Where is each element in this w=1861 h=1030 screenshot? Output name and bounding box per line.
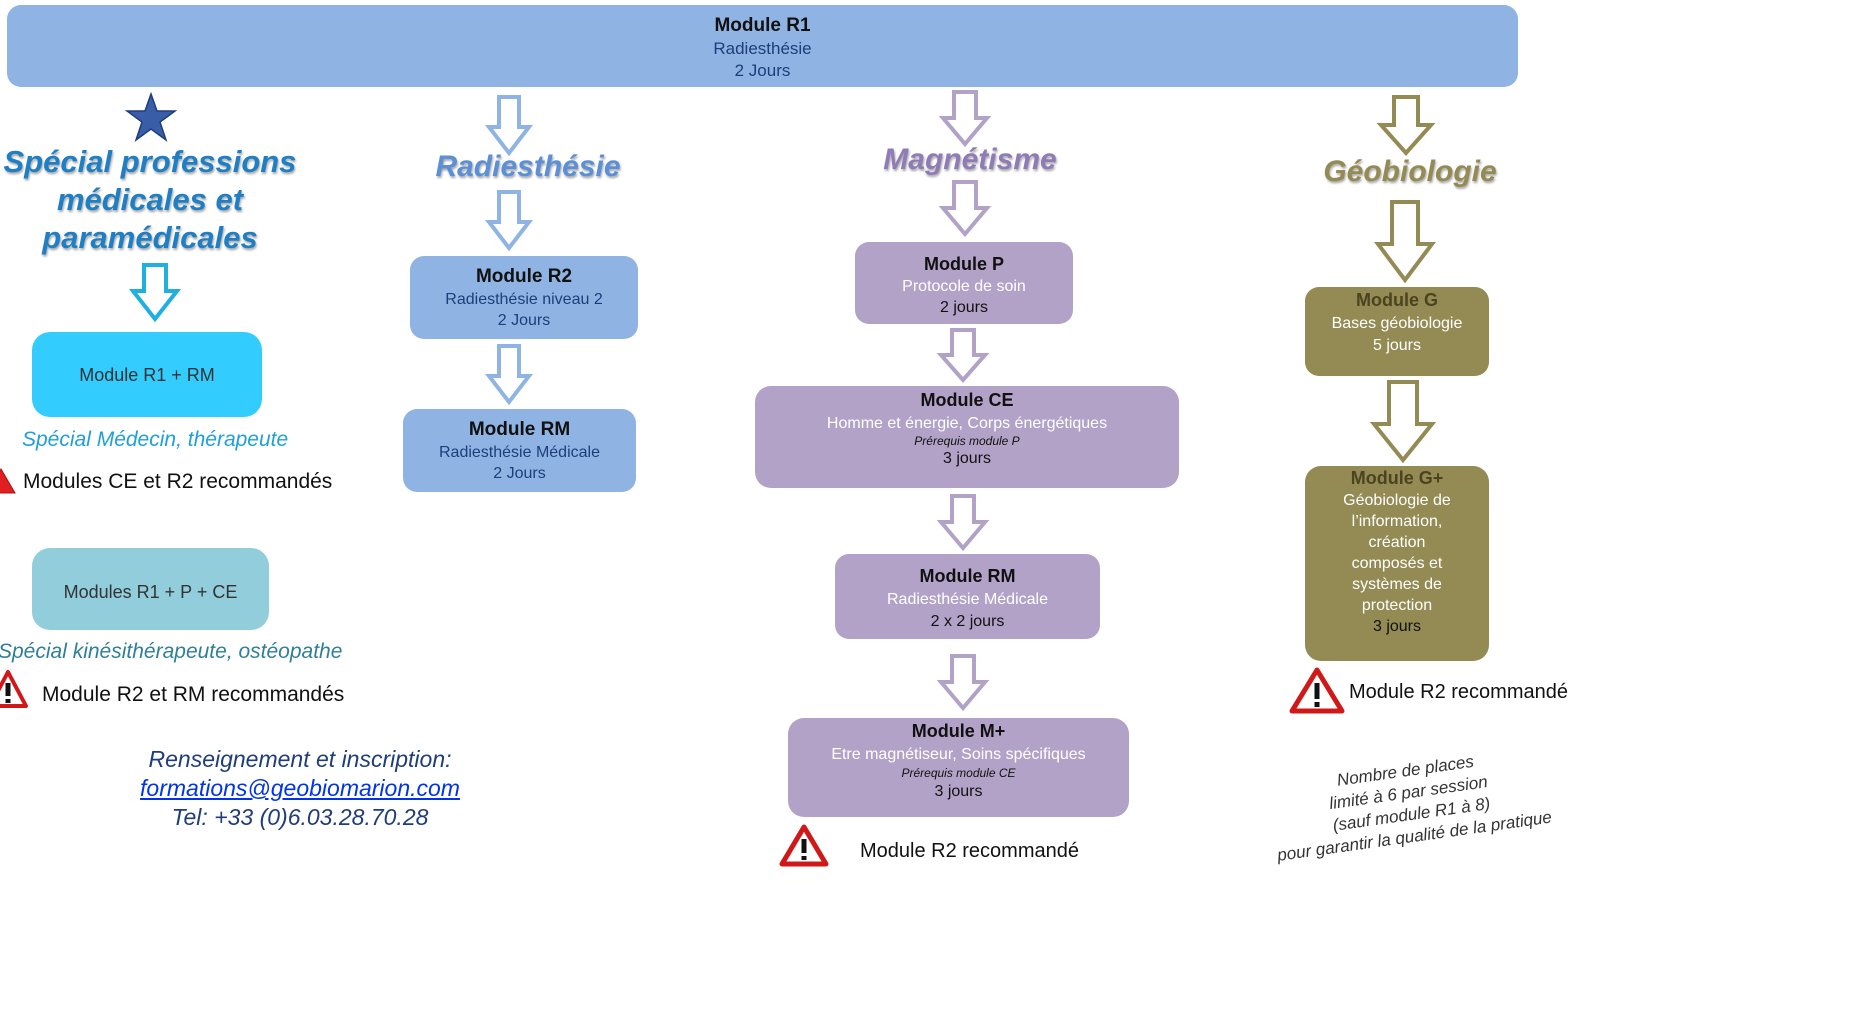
module-r1-banner: Module R1 Radiesthésie 2 Jours xyxy=(7,5,1518,87)
down-arrow-icon xyxy=(938,180,992,238)
star-icon xyxy=(124,91,178,147)
module-gplus-line-5: systèmes de xyxy=(1352,576,1442,593)
module-mplus-box: Module M+ Etre magnétiseur, Soins spécif… xyxy=(788,718,1129,817)
module-p-title: Module P xyxy=(924,254,1004,274)
warning-icon xyxy=(0,670,28,708)
medical-title-line-2: médicales et xyxy=(56,182,244,217)
contact-phone: Tel: +33 (0)6.03.28.70.28 xyxy=(171,804,429,830)
module-mplus-duration: 3 jours xyxy=(934,783,983,800)
module-p-subtitle: Protocole de soin xyxy=(902,278,1026,295)
warning-icon xyxy=(779,824,829,867)
medical-title: Spécial professions médicales et paraméd… xyxy=(0,143,300,257)
module-r1-duration: 2 Jours xyxy=(734,61,791,80)
module-rm-mag-duration: 2 x 2 jours xyxy=(930,613,1005,630)
module-rm-subtitle: Radiesthésie Médicale xyxy=(439,444,600,461)
caption-kine: Spécial kinésithérapeute, ostéopathe xyxy=(0,640,343,663)
module-r2-duration: 2 Jours xyxy=(497,312,551,329)
module-r2-subtitle: Radiesthésie niveau 2 xyxy=(445,291,603,308)
module-ce-prereq: Prérequis module P xyxy=(914,434,1020,448)
warning-text-magnetisme: Module R2 recommandé xyxy=(860,840,1079,862)
module-ce-subtitle: Homme et énergie, Corps énergétiques xyxy=(826,415,1108,432)
module-gplus-line-4: composés et xyxy=(1351,555,1443,572)
module-r2-box: Module R2 Radiesthésie niveau 2 2 Jours xyxy=(410,256,638,339)
module-rm-mag-subtitle: Radiesthésie Médicale xyxy=(887,591,1048,608)
warning-icon xyxy=(1289,667,1345,714)
module-r1-subtitle: Radiesthésie xyxy=(713,39,812,58)
warning-text-medecin: Modules CE et R2 recommandés xyxy=(23,470,333,493)
module-gplus-line-6: protection xyxy=(1361,597,1433,614)
module-r2-title: Module R2 xyxy=(475,266,573,287)
module-rm-radiesthesie-box: Module RM Radiesthésie Médicale 2 Jours xyxy=(403,409,636,492)
module-rm-mag-title: Module RM xyxy=(919,566,1016,586)
module-r1-p-ce-box: Modules R1 + P + CE xyxy=(32,548,269,630)
module-r1-rm-box: Module R1 + RM xyxy=(32,332,262,417)
contact-label: Renseignement et inscription: xyxy=(148,746,452,772)
module-mplus-subtitle: Etre magnétiseur, Soins spécifiques xyxy=(831,746,1086,763)
radiesthesie-title: Radiesthésie xyxy=(435,150,621,183)
down-arrow-icon xyxy=(484,344,534,406)
module-ce-box: Module CE Homme et énergie, Corps énergé… xyxy=(755,386,1179,488)
down-arrow-icon xyxy=(938,90,992,148)
module-ce-duration: 3 jours xyxy=(942,450,992,467)
geobiologie-title: Géobiologie xyxy=(1323,155,1497,188)
medical-title-line-3: paramédicales xyxy=(42,220,258,255)
down-arrow-icon xyxy=(1376,95,1436,157)
warning-text-geobiologie: Module R2 recommandé xyxy=(1349,681,1568,703)
module-r1-rm-label: Module R1 + RM xyxy=(79,365,215,385)
module-gplus-line-3: création xyxy=(1368,534,1426,551)
down-arrow-icon xyxy=(936,654,990,712)
module-ce-title: Module CE xyxy=(920,390,1014,410)
warning-text-kine: Module R2 et RM recommandés xyxy=(42,683,345,706)
module-rm-duration: 2 Jours xyxy=(493,465,546,482)
module-g-subtitle: Bases géobiologie xyxy=(1331,315,1463,332)
down-arrow-icon xyxy=(1369,380,1437,464)
module-rm-magnetisme-box: Module RM Radiesthésie Médicale 2 x 2 jo… xyxy=(835,554,1100,639)
places-note: Nombre de places limité à 6 par session … xyxy=(1245,738,1574,870)
module-gplus-line-2: l’information, xyxy=(1351,513,1443,530)
down-arrow-icon xyxy=(484,95,534,157)
module-gplus-title: Module G+ xyxy=(1350,468,1444,488)
module-g-box: Module G Bases géobiologie 5 jours xyxy=(1305,287,1489,376)
warning-icon xyxy=(0,468,16,494)
module-r1-title: Module R1 xyxy=(714,15,811,36)
down-arrow-icon xyxy=(484,190,534,252)
module-g-duration: 5 jours xyxy=(1372,337,1422,354)
module-r1-p-ce-label: Modules R1 + P + CE xyxy=(63,582,238,602)
module-mplus-title: Module M+ xyxy=(911,721,1006,741)
module-gplus-line-1: Géobiologie de xyxy=(1343,492,1451,509)
module-gplus-box: Module G+ Géobiologie de l’information, … xyxy=(1305,466,1489,661)
module-rm-title: Module RM xyxy=(468,419,571,440)
magnetisme-title: Magnétisme xyxy=(883,143,1057,176)
contact-block: Renseignement et inscription: formations… xyxy=(120,745,480,832)
module-p-duration: 2 jours xyxy=(939,299,989,316)
contact-email-link[interactable]: formations@geobiomarion.com xyxy=(140,775,460,801)
medical-title-line-1: Spécial professions xyxy=(3,144,297,179)
down-arrow-icon xyxy=(1374,200,1436,284)
module-g-title: Module G xyxy=(1356,290,1438,310)
down-arrow-icon xyxy=(936,494,990,552)
down-arrow-icon xyxy=(128,263,182,323)
caption-medecin: Spécial Médecin, thérapeute xyxy=(22,428,289,451)
down-arrow-icon xyxy=(936,328,990,384)
module-mplus-prereq: Prérequis module CE xyxy=(901,766,1016,780)
module-gplus-duration: 3 jours xyxy=(1372,618,1422,635)
module-p-box: Module P Protocole de soin 2 jours xyxy=(855,242,1073,324)
